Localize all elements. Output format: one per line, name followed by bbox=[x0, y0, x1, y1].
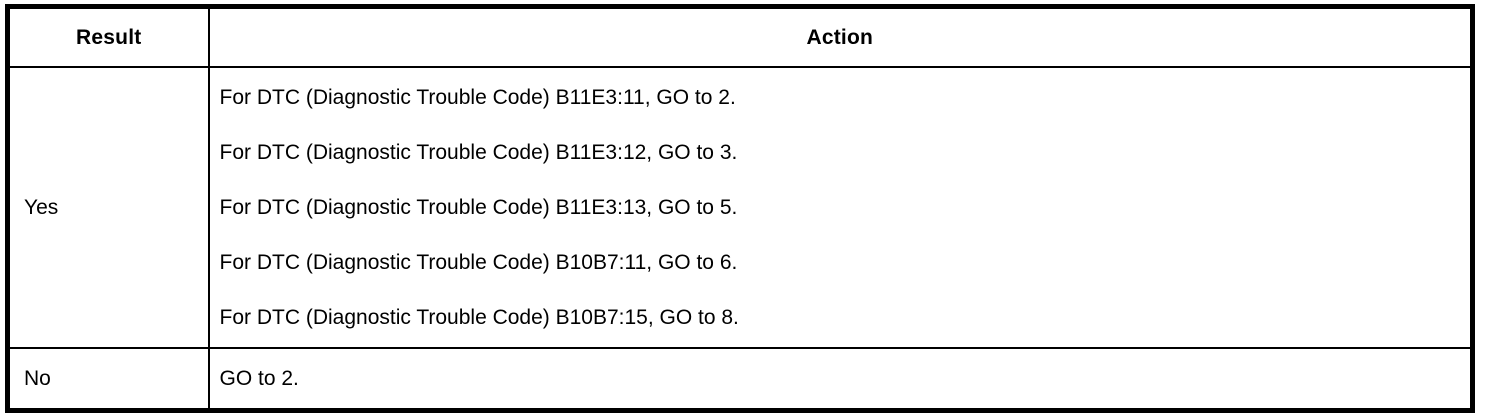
action-cell-no: GO to 2. bbox=[207, 347, 1474, 412]
table-row-no: No GO to 2. bbox=[6, 347, 1474, 412]
action-line: For DTC (Diagnostic Trouble Code) B10B7:… bbox=[219, 251, 738, 274]
action-line: For DTC (Diagnostic Trouble Code) B10B7:… bbox=[219, 306, 739, 329]
action-line: GO to 2. bbox=[219, 367, 299, 390]
header-row: Result Action bbox=[6, 5, 1474, 68]
action-cell-yes: For DTC (Diagnostic Trouble Code) B11E3:… bbox=[207, 66, 1474, 349]
action-column-header: Action bbox=[207, 5, 1474, 68]
table-row-yes: Yes For DTC (Diagnostic Trouble Code) B1… bbox=[6, 66, 1474, 349]
action-line: For DTC (Diagnostic Trouble Code) B11E3:… bbox=[219, 141, 738, 164]
diagnostic-results-table: Result Action Yes For DTC (Diagnostic Tr… bbox=[5, 4, 1475, 413]
action-line: For DTC (Diagnostic Trouble Code) B11E3:… bbox=[219, 196, 738, 219]
action-line: For DTC (Diagnostic Trouble Code) B11E3:… bbox=[219, 86, 736, 109]
result-cell-no: No bbox=[6, 347, 210, 412]
result-column-header: Result bbox=[6, 5, 210, 68]
result-cell-yes: Yes bbox=[6, 66, 210, 349]
